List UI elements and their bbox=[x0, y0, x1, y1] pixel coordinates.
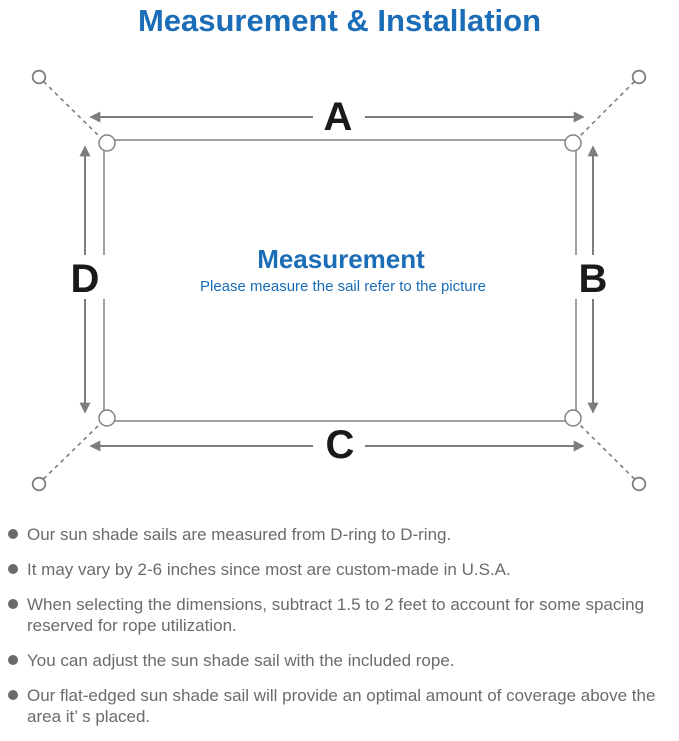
d-ring-icon bbox=[98, 409, 116, 427]
anchor-ring-icon bbox=[631, 69, 647, 85]
dimension-label-c: C bbox=[326, 423, 355, 467]
d-ring-icon bbox=[564, 134, 582, 152]
rope-bottom-left bbox=[42, 423, 101, 480]
note-text: It may vary by 2-6 inches since most are… bbox=[27, 560, 511, 579]
note-text: Our sun shade sails are measured from D-… bbox=[27, 525, 452, 544]
d-ring-icon bbox=[564, 409, 582, 427]
rope-top-right bbox=[578, 80, 636, 138]
dimension-label-d: D bbox=[71, 257, 100, 301]
note-text: You can adjust the sun shade sail with t… bbox=[27, 651, 455, 670]
label-backdrop bbox=[313, 428, 365, 464]
dimension-label-a: A bbox=[324, 95, 353, 139]
d-ring-icon bbox=[98, 134, 116, 152]
dimension-label-b: B bbox=[579, 257, 608, 301]
note-text: When selecting the dimensions, subtract … bbox=[27, 595, 645, 635]
anchor-rings bbox=[31, 69, 647, 492]
rope-top-left bbox=[42, 80, 101, 138]
list-item: It may vary by 2-6 inches since most are… bbox=[8, 559, 670, 580]
list-item: When selecting the dimensions, subtract … bbox=[8, 594, 670, 636]
bullet-icon bbox=[8, 655, 18, 665]
list-item: Our flat-edged sun shade sail will provi… bbox=[8, 685, 670, 727]
diagram-caption-title: Measurement bbox=[257, 244, 425, 274]
bullet-icon bbox=[8, 690, 18, 700]
list-item: Our sun shade sails are measured from D-… bbox=[8, 524, 670, 545]
label-backdrop bbox=[313, 99, 365, 135]
corner-d-rings bbox=[98, 134, 582, 427]
notes-list: Our sun shade sails are measured from D-… bbox=[8, 524, 670, 741]
bullet-icon bbox=[8, 599, 18, 609]
bullet-icon bbox=[8, 564, 18, 574]
note-text: Our flat-edged sun shade sail will provi… bbox=[27, 686, 656, 726]
label-backdrop bbox=[570, 255, 616, 299]
list-item: You can adjust the sun shade sail with t… bbox=[8, 650, 670, 671]
rope-bottom-right bbox=[578, 423, 636, 480]
page-title: Measurement & Installation bbox=[137, 3, 542, 38]
label-backdrops bbox=[62, 99, 616, 464]
diagram-caption-subtitle: Please measure the sail refer to the pic… bbox=[200, 278, 486, 295]
anchor-ring-icon bbox=[631, 476, 647, 492]
anchor-ring-icon bbox=[31, 69, 47, 85]
anchor-ring-icon bbox=[31, 476, 47, 492]
anchor-rope-dashed-lines bbox=[42, 80, 636, 480]
label-backdrop bbox=[62, 255, 108, 299]
measurement-diagram: A C D B Measurement Please measure the s… bbox=[31, 69, 647, 492]
bullet-icon bbox=[8, 529, 18, 539]
